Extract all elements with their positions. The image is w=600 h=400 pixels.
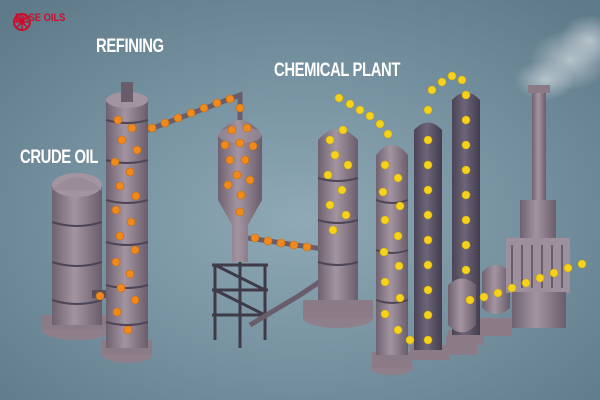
furnace-stack <box>506 85 570 328</box>
refining-column <box>102 82 152 363</box>
smoke-cloud <box>515 15 600 100</box>
crude-oil-label: CRUDE OIL <box>20 147 98 168</box>
refining-label: REFINING <box>96 36 164 57</box>
brand-logo: BASE OILS <box>12 12 74 31</box>
orange-flow <box>95 94 312 335</box>
wheel-logo-icon <box>13 13 31 31</box>
distillation-column <box>370 145 414 375</box>
crude-oil-tank <box>42 173 114 340</box>
logo-text: BASE OILS <box>15 12 66 24</box>
yellow-flow <box>323 71 587 345</box>
chemical-plant-label: CHEMICAL PLANT <box>274 60 401 81</box>
